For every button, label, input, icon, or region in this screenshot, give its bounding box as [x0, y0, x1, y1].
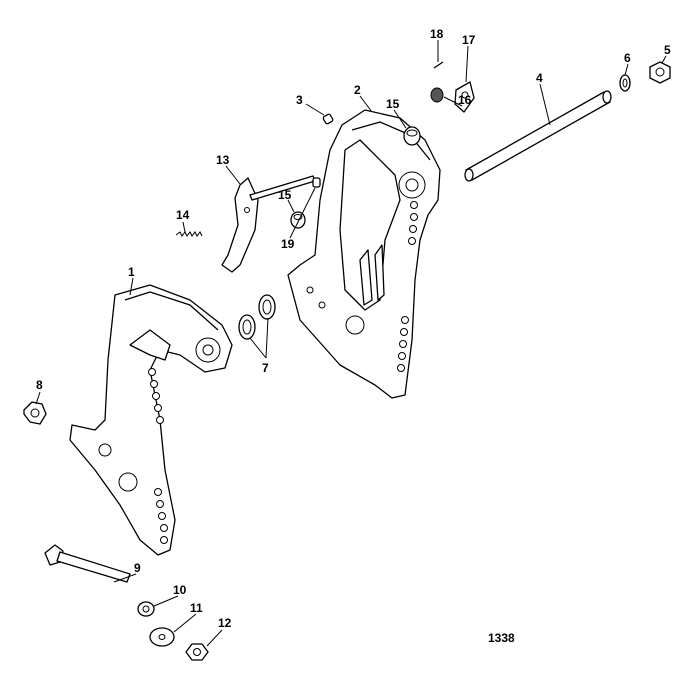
part-18-pin [433, 61, 444, 69]
callout-19: 19 [281, 237, 295, 251]
callout-2: 2 [354, 83, 361, 97]
part-11-washer [149, 627, 175, 647]
callout-15-upper: 15 [386, 97, 400, 111]
callout-17: 17 [462, 33, 476, 47]
part-16-spring [430, 87, 444, 103]
callout-11: 11 [190, 601, 203, 615]
callout-13: 13 [216, 153, 230, 167]
callout-10: 10 [173, 583, 187, 597]
part-2-clamp-bracket [287, 109, 441, 399]
part-1-clamp-bracket [69, 284, 233, 556]
part-15-bushing-upper [403, 126, 421, 146]
part-3-pin [322, 113, 334, 125]
part-14-spring [175, 231, 203, 237]
callout-14: 14 [176, 208, 190, 222]
callout-15-lower: 15 [278, 188, 292, 202]
figure-number: 1338 [488, 631, 515, 645]
part-10-washer [137, 601, 155, 617]
callout-8: 8 [36, 378, 43, 392]
callout-4: 4 [536, 71, 543, 85]
part-13-tilt-lock-lever [221, 175, 316, 273]
callout-1: 1 [128, 265, 135, 279]
part-19-pin [312, 177, 321, 188]
callout-7: 7 [262, 361, 269, 375]
part-15-bushing-lower [290, 211, 306, 229]
part-12-locknut [185, 643, 209, 661]
callout-labels: 1 2 3 4 5 6 7 8 9 10 11 12 13 14 15 15 1… [36, 27, 671, 645]
callout-12: 12 [218, 616, 232, 630]
callout-5: 5 [664, 43, 671, 57]
callout-18: 18 [430, 27, 444, 41]
part-5-nut [649, 61, 671, 84]
part-8-nut [23, 401, 47, 425]
callout-3: 3 [296, 93, 303, 107]
leader-lines [35, 40, 667, 647]
part-4-tilt-tube [464, 90, 612, 182]
callout-6: 6 [624, 51, 631, 65]
part-6-washer [619, 74, 631, 92]
part-9-bolt [44, 544, 131, 583]
callout-9: 9 [134, 561, 141, 575]
part-7-washers [238, 294, 276, 340]
callout-16: 16 [458, 93, 472, 107]
